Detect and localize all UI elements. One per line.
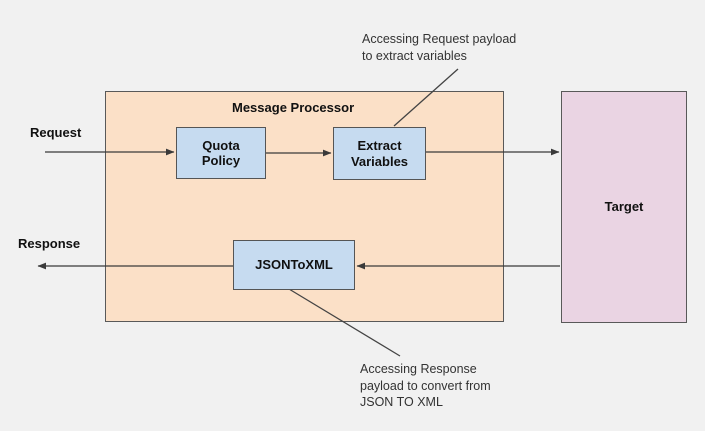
- extract-variables-label: Extract Variables: [351, 138, 408, 169]
- extract-variables-box[interactable]: Extract Variables: [333, 127, 426, 180]
- request-payload-annotation: Accessing Request payload to extract var…: [362, 31, 516, 64]
- extract-variables-label-line2: Variables: [350, 153, 409, 169]
- quota-policy-box[interactable]: Quota Policy: [176, 127, 266, 179]
- request-label: Request: [30, 125, 82, 140]
- target-box: Target: [561, 91, 687, 323]
- response-payload-annotation-line1: Accessing Response: [360, 362, 477, 376]
- quota-policy-label-line1: Quota: [202, 137, 240, 153]
- leader-line-request-note: [393, 68, 459, 127]
- leader-line-response-note: [288, 288, 401, 357]
- extract-variables-label-line1: Extract: [357, 138, 402, 154]
- response-payload-annotation-line2: payload to convert from: [360, 378, 491, 393]
- jsontoxml-box[interactable]: JSONToXML: [233, 240, 355, 290]
- message-processor-label: Message Processor: [232, 100, 355, 115]
- request-payload-annotation-line2: to extract variables: [362, 48, 467, 63]
- jsontoxml-label: JSONToXML: [255, 257, 333, 273]
- quota-policy-label-line2: Policy: [201, 153, 241, 168]
- request-payload-annotation-line1: Accessing Request payload: [362, 32, 517, 46]
- response-payload-annotation-line3: JSON TO XML: [360, 395, 443, 409]
- response-payload-annotation: Accessing Response payload to convert fr…: [360, 361, 491, 411]
- target-label: Target: [604, 199, 644, 215]
- quota-policy-label: Quota Policy: [202, 138, 240, 169]
- response-label: Response: [18, 236, 81, 251]
